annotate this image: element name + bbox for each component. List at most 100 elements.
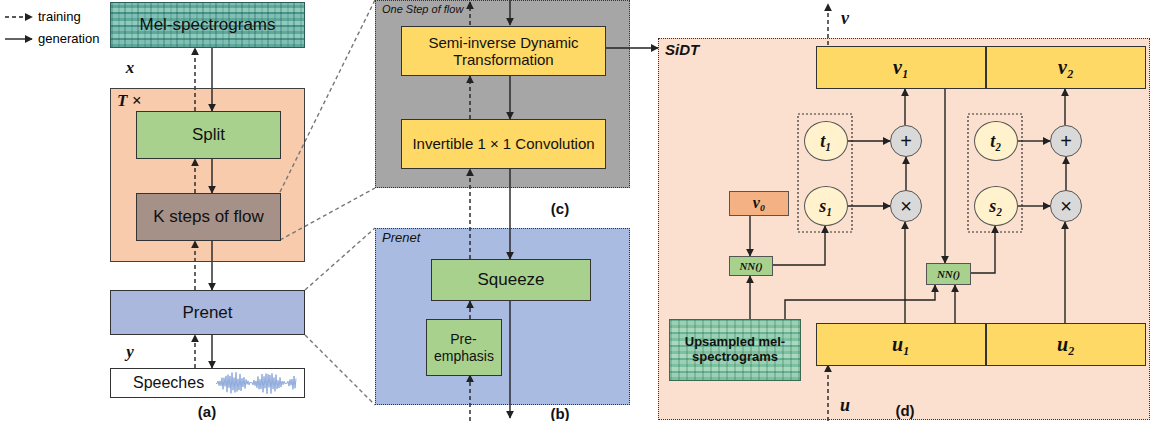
legend-label: generation [38, 32, 99, 47]
process-box: Semi-inverse Dynamic Transformation [401, 26, 606, 76]
legend-sample [4, 12, 34, 22]
flow-arrow [944, 89, 945, 263]
flow-arrow [194, 241, 195, 290]
flow-arrow [469, 169, 470, 259]
flow-arrow [848, 205, 890, 206]
zoom-guide [305, 228, 375, 290]
node-label: t₂ [990, 131, 1001, 152]
flow-arrow [469, 76, 470, 119]
flow-arrow [509, 169, 510, 259]
process-box: Squeeze [431, 259, 591, 301]
tensor-box: v₂ [986, 46, 1146, 89]
signal-name: y [126, 342, 134, 362]
flow-arrow [509, 76, 510, 119]
legend-row: training [4, 6, 99, 28]
process-box: Pre-emphasis [426, 319, 502, 376]
network-box: NN() [926, 263, 971, 285]
operator-circle: + [1050, 125, 1082, 157]
panel-fill [375, 228, 630, 405]
signal-name: u [840, 395, 850, 416]
signal-name: x [126, 58, 135, 78]
node-label: K steps of flow [153, 207, 264, 227]
flow-line [509, 0, 510, 25]
node-label: Upsampled mel-spectrograms [677, 335, 793, 365]
panel-heading: Prenet [382, 231, 420, 246]
prenet-panel: PrenetSqueezePre-emphasis [375, 228, 630, 405]
flow-arrow [749, 216, 750, 256]
flow-arrow [1065, 157, 1066, 190]
parameter-circle: s₁ [804, 186, 848, 226]
legend-line [5, 16, 32, 17]
panel-caption: (c) [551, 200, 569, 217]
process-box: Prenet [110, 290, 305, 335]
node-label: Speeches [133, 374, 204, 392]
legend-row: generation [4, 28, 99, 50]
parameter-circle: t₁ [804, 121, 848, 161]
node-label: v₀ [753, 194, 766, 212]
process-box: Invertible 1 × 1 Convolution [401, 119, 606, 169]
node-label: Split [192, 125, 225, 145]
panel-fill [375, 0, 630, 188]
node-label: Squeeze [477, 270, 544, 290]
zoom-guide [280, 188, 375, 240]
legend-label: training [38, 10, 81, 25]
node-label: + [900, 130, 912, 153]
flow-arrow [1018, 140, 1050, 141]
panel-heading: SiDT [665, 41, 699, 58]
process-box: Split [136, 111, 281, 159]
process-box: K steps of flow [136, 193, 281, 241]
node-label: u₁ [892, 333, 910, 356]
flow-arrow [194, 159, 195, 193]
repeat-panel: T ×SplitK steps of flow [110, 88, 305, 262]
node-label: NN() [937, 268, 960, 281]
panel-fill [658, 38, 1150, 420]
node-label: s₂ [989, 196, 1002, 217]
operator-circle: × [890, 190, 922, 222]
parameter-circle: t₂ [974, 121, 1018, 161]
flow-arrow [211, 48, 212, 111]
sidt-panel: SiDT v₁ v₂ t₁ s₁ + × t₂ s₂ + × v₀ NN() NN() Upsampled … [658, 38, 1150, 420]
node-label: Pre-emphasis [434, 331, 493, 363]
flow-arrow [1018, 205, 1050, 206]
node-label: NN() [739, 260, 762, 273]
flow-arrow [211, 335, 212, 368]
flow-arrow [904, 89, 905, 125]
node-label: × [1060, 195, 1072, 218]
tensor-box: v₁ [816, 46, 986, 89]
node-label: t₁ [820, 131, 831, 152]
spectrogram-box: Upsampled mel-spectrograms [669, 319, 801, 381]
waveform-line [216, 372, 296, 394]
panel-heading: One Step of flow [382, 3, 463, 16]
flow-arrow [749, 276, 750, 319]
panel-caption: (d) [895, 402, 914, 419]
parameter-circle: s₂ [974, 186, 1018, 226]
node-label: Invertible 1 × 1 Convolution [412, 135, 594, 152]
node-label: u₂ [1057, 333, 1075, 356]
flow-arrow [905, 157, 906, 190]
parameter-group [968, 114, 1022, 232]
flow-arrow [211, 241, 212, 290]
flow-arrow [904, 222, 905, 323]
node-label: v₂ [1058, 56, 1074, 79]
flow-arrow [606, 47, 658, 48]
flow-arrow [469, 301, 470, 319]
input-box: v₀ [729, 191, 789, 216]
flow-arrow [194, 48, 195, 111]
legend-line [5, 38, 32, 39]
flow-arrow [194, 335, 195, 368]
flow-arrow [773, 226, 825, 265]
zoom-guide [305, 335, 375, 405]
operator-circle: × [1050, 190, 1082, 222]
waveform-box: Speeches [110, 368, 305, 398]
parameter-group [798, 114, 852, 232]
flow-arrow [971, 226, 995, 273]
node-label: s₁ [819, 196, 832, 217]
tensor-box: u₂ [986, 323, 1146, 366]
panel-caption: (a) [198, 403, 216, 420]
node-label: Mel-spectrograms [139, 15, 275, 35]
node-label: × [900, 195, 912, 218]
spectrogram-box: Mel-spectrograms [110, 2, 305, 48]
network-box: NN() [729, 256, 773, 276]
operator-circle: + [890, 125, 922, 157]
